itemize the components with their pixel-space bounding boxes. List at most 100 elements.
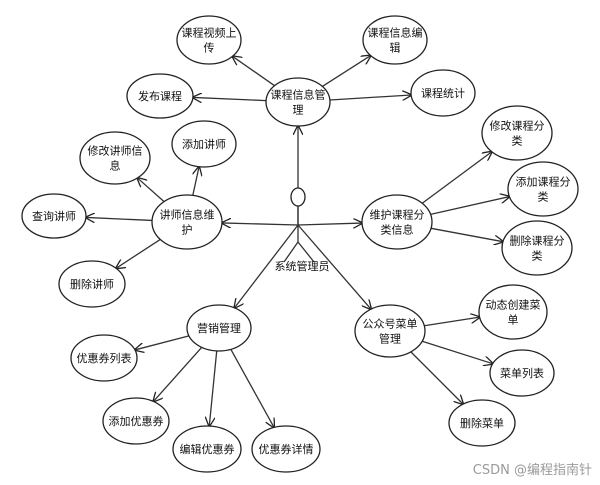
edge-course-info-mgmt-to-course-info-edit — [322, 56, 370, 87]
edge-lecturer-info-mgmt-to-delete-lecturer — [116, 238, 161, 268]
edge-actor-to-marketing-mgmt — [234, 224, 299, 308]
use-case-add-coupon: 添加优惠券 — [102, 397, 170, 445]
use-case-ellipse — [70, 334, 138, 382]
use-case-ellipse — [251, 425, 321, 473]
use-case-label: 课程视频上 — [182, 26, 237, 40]
use-case-label: 删除讲师 — [70, 277, 114, 291]
edge-marketing-mgmt-to-coupon-list — [135, 335, 190, 350]
use-case-ellipse — [58, 260, 126, 308]
use-case-ellipse — [478, 284, 548, 340]
edge-course-info-mgmt-to-course-stats — [329, 95, 411, 101]
use-case-label: 删除菜单 — [460, 416, 504, 430]
use-case-ellipse — [354, 304, 426, 358]
use-case-label: 类 — [512, 134, 523, 148]
use-case-ellipse — [21, 193, 87, 239]
use-case-label: 讲师信息维 — [160, 208, 215, 222]
use-case-ellipse — [171, 120, 237, 168]
use-case-ellipse — [186, 304, 252, 352]
edge-wechat-menu-mgmt-to-dynamic-create-menu — [424, 317, 479, 327]
edge-course-info-mgmt-to-publish-course — [193, 97, 267, 100]
use-case-ellipse — [126, 73, 194, 119]
use-case-coupon-list: 优惠券列表 — [70, 334, 138, 382]
use-case-ellipse — [501, 220, 573, 276]
edge-category-mgmt-to-add-category — [430, 197, 510, 216]
edge-lecturer-info-mgmt-to-query-lecturer — [86, 217, 153, 220]
edge-wechat-menu-mgmt-to-delete-menu — [410, 351, 463, 404]
use-case-label: 修改讲师信 — [88, 144, 143, 158]
edge-marketing-mgmt-to-add-coupon — [153, 346, 203, 401]
use-case-label: 传 — [204, 42, 215, 55]
edge-actor-to-wechat-menu-mgmt — [297, 224, 371, 309]
edge-marketing-mgmt-to-edit-coupon — [209, 350, 218, 426]
use-case-ellipse — [448, 399, 516, 447]
actor-label: 系统管理员 — [275, 259, 330, 273]
use-case-label: 添加课程分 — [516, 175, 571, 189]
use-case-label: 营销管理 — [197, 321, 241, 335]
use-case-label: 菜单列表 — [500, 366, 544, 380]
use-case-delete-lecturer: 删除讲师 — [58, 260, 126, 308]
use-case-menu-list: 菜单列表 — [489, 349, 555, 397]
actor-head — [290, 187, 306, 207]
use-case-ellipse — [151, 194, 223, 250]
use-case-edit-coupon: 编辑优惠券 — [172, 425, 242, 473]
use-case-label: 课程统计 — [421, 87, 465, 100]
use-case-label: 管理 — [379, 332, 401, 346]
use-case-label: 单 — [508, 314, 519, 327]
use-case-label: 添加讲师 — [182, 137, 226, 151]
use-case-label: 添加优惠券 — [109, 414, 164, 428]
edges — [86, 56, 509, 428]
edge-wechat-menu-mgmt-to-menu-list — [421, 340, 493, 363]
actor-stick-figure: 系统管理员 — [275, 187, 330, 273]
use-case-publish-course: 发布课程 — [126, 73, 194, 119]
use-case-label: 修改课程分 — [490, 119, 545, 133]
edge-lecturer-info-mgmt-to-modify-lecturer-info — [137, 178, 165, 203]
use-case-label: 类 — [538, 190, 549, 204]
use-case-label: 类信息 — [381, 223, 414, 237]
use-cases: 课程信息管理课程视频上传课程信息编辑发布课程课程统计修改讲师信息添加讲师讲师信息… — [21, 15, 579, 473]
edge-course-info-mgmt-to-course-video-upload — [232, 56, 275, 87]
use-case-ellipse — [172, 425, 242, 473]
edge-actor-to-category-mgmt — [297, 223, 362, 225]
edge-lecturer-info-mgmt-to-add-lecturer — [192, 167, 199, 196]
use-case-label: 删除课程分 — [510, 234, 565, 248]
edge-category-mgmt-to-delete-category — [430, 227, 503, 241]
use-case-label: 护 — [182, 223, 193, 237]
use-case-add-lecturer: 添加讲师 — [171, 120, 237, 168]
use-case-label: 课程信息管 — [271, 88, 326, 102]
use-case-ellipse — [507, 161, 579, 217]
use-case-course-stats: 课程统计 — [410, 69, 476, 117]
use-case-label: 辑 — [390, 41, 401, 55]
use-case-ellipse — [102, 397, 170, 445]
use-case-label: 课程信息编 — [368, 26, 423, 40]
use-case-ellipse — [79, 131, 151, 185]
use-case-marketing-mgmt: 营销管理 — [186, 304, 252, 352]
use-case-query-lecturer: 查询讲师 — [21, 193, 87, 239]
use-case-ellipse — [410, 69, 476, 117]
use-case-label: 查询讲师 — [32, 209, 76, 223]
edge-category-mgmt-to-modify-category — [421, 152, 492, 204]
use-case-label: 动态创建菜 — [486, 298, 541, 312]
use-case-ellipse — [176, 15, 242, 65]
use-case-coupon-detail: 优惠券详情 — [251, 425, 321, 473]
edge-actor-to-lecturer-info-mgmt — [222, 223, 299, 225]
use-case-label: 发布课程 — [138, 89, 182, 103]
use-case-label: 优惠券列表 — [77, 351, 132, 365]
use-case-ellipse — [265, 77, 331, 127]
use-case-label: 息 — [110, 159, 121, 173]
edge-marketing-mgmt-to-coupon-detail — [230, 349, 274, 427]
actor-right-leg — [297, 241, 315, 263]
use-case-label: 编辑优惠券 — [180, 442, 235, 456]
watermark: CSDN @编程指南针 — [473, 462, 592, 478]
use-case-ellipse — [481, 105, 553, 161]
